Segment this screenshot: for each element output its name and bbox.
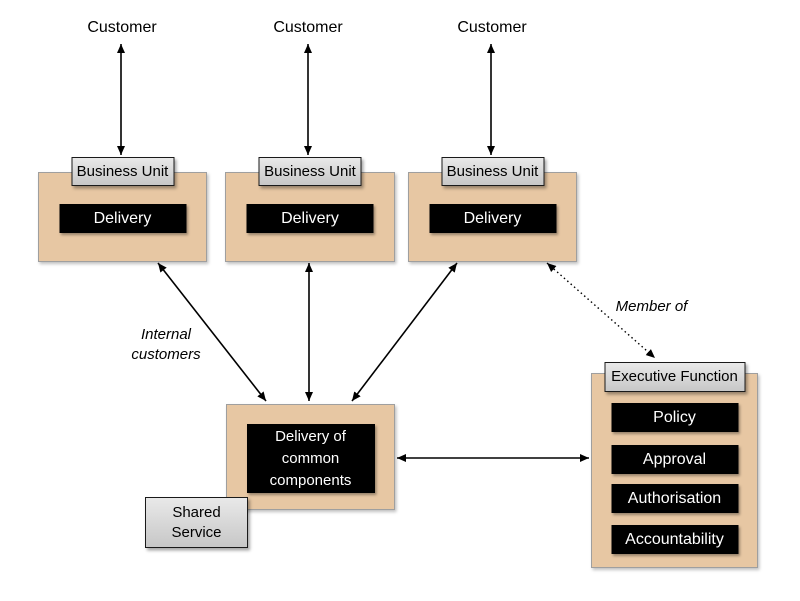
business-unit-1-delivery: Delivery	[59, 204, 186, 233]
exec-item-accountability: Accountability	[611, 525, 738, 554]
member-of-annotation: Member of	[615, 298, 688, 315]
business-unit-3-box: Business Unit Delivery	[408, 157, 577, 262]
shared-service-delivery: Delivery of common components	[246, 424, 375, 493]
exec-item-authorisation: Authorisation	[611, 484, 738, 513]
business-unit-2-label: Business Unit	[258, 157, 362, 186]
executive-function-label: Executive Function	[604, 362, 745, 392]
customer-label-2: Customer	[273, 19, 343, 36]
exec-item-policy: Policy	[611, 403, 738, 432]
business-unit-2-delivery: Delivery	[246, 204, 374, 233]
internal-customers-annotation: Internal customers	[131, 326, 201, 363]
business-unit-1-box: Business Unit Delivery	[38, 157, 207, 262]
business-unit-3-delivery: Delivery	[429, 204, 556, 233]
customer-label-3: Customer	[457, 19, 527, 36]
arrow-bu3-sharedservice	[351, 262, 458, 402]
business-unit-1-label: Business Unit	[71, 157, 174, 186]
exec-item-approval: Approval	[611, 445, 738, 474]
shared-service-tag: Shared Service	[145, 497, 248, 548]
customer-label-1: Customer	[87, 19, 157, 36]
executive-function-box: Executive Function Policy Approval Autho…	[591, 362, 758, 568]
shared-service-box: Delivery of common components	[226, 404, 395, 510]
business-unit-2-box: Business Unit Delivery	[225, 157, 395, 262]
business-unit-3-label: Business Unit	[441, 157, 544, 186]
